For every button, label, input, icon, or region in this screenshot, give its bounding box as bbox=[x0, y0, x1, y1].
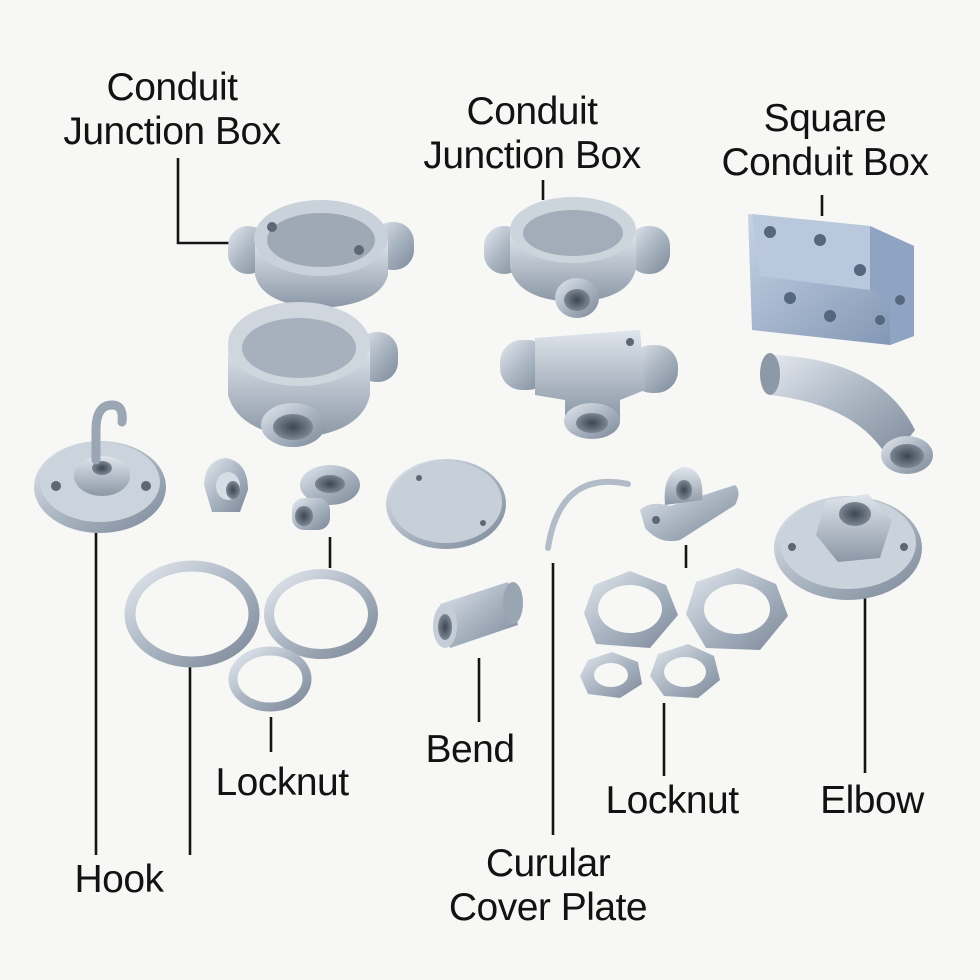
label-hook: Hook bbox=[74, 858, 164, 901]
ring-medium bbox=[264, 569, 378, 659]
label-junction-box-left-line1: Conduit bbox=[106, 66, 238, 109]
ring-small bbox=[228, 646, 312, 712]
label-square-box-line2: Conduit Box bbox=[721, 141, 929, 184]
elbow-pipe bbox=[760, 353, 933, 474]
label-junction-box-center-line1: Conduit bbox=[466, 90, 598, 133]
hook-plate bbox=[34, 400, 166, 533]
label-square-box: Square Conduit Box bbox=[712, 97, 938, 185]
hex-locknuts bbox=[580, 568, 788, 698]
junction-box-center-top bbox=[484, 197, 670, 318]
curved-strip bbox=[545, 478, 631, 551]
label-junction-box-left-line2: Junction Box bbox=[63, 110, 281, 153]
hex-nut-small-2 bbox=[650, 644, 720, 698]
label-cover-plate-line1: Curular bbox=[485, 842, 611, 885]
label-cover-plate-line2: Cover Plate bbox=[448, 886, 648, 929]
round-cover-plate bbox=[386, 459, 506, 549]
label-locknut-right: Locknut bbox=[605, 779, 739, 822]
label-junction-box-center: Conduit Junction Box bbox=[412, 90, 652, 178]
label-bend: Bend bbox=[425, 728, 515, 771]
ring-large bbox=[124, 560, 260, 668]
hex-nut-small-1 bbox=[580, 652, 642, 698]
hex-nut-large-2 bbox=[686, 568, 788, 650]
junction-box-left-top bbox=[228, 200, 414, 308]
conduit-tee bbox=[500, 330, 678, 439]
flange-coupler bbox=[774, 494, 922, 600]
label-junction-box-left: Conduit Junction Box bbox=[52, 66, 292, 154]
label-cover-plate: Curular Cover Plate bbox=[428, 842, 668, 930]
label-square-box-line1: Square bbox=[763, 97, 887, 140]
saddle-clip bbox=[640, 467, 739, 542]
label-elbow: Elbow bbox=[820, 779, 924, 822]
hex-nut-large-1 bbox=[584, 571, 678, 648]
leader-lines bbox=[94, 158, 867, 855]
eye-nut-small bbox=[204, 458, 248, 512]
leader-junction-box-left bbox=[176, 158, 230, 245]
square-conduit-box bbox=[748, 214, 914, 345]
coupler-sleeve bbox=[433, 582, 523, 648]
label-locknut-left: Locknut bbox=[215, 761, 349, 804]
junction-box-left-bottom bbox=[228, 302, 398, 447]
eye-nut bbox=[292, 465, 360, 530]
label-junction-box-center-line2: Junction Box bbox=[423, 134, 641, 177]
